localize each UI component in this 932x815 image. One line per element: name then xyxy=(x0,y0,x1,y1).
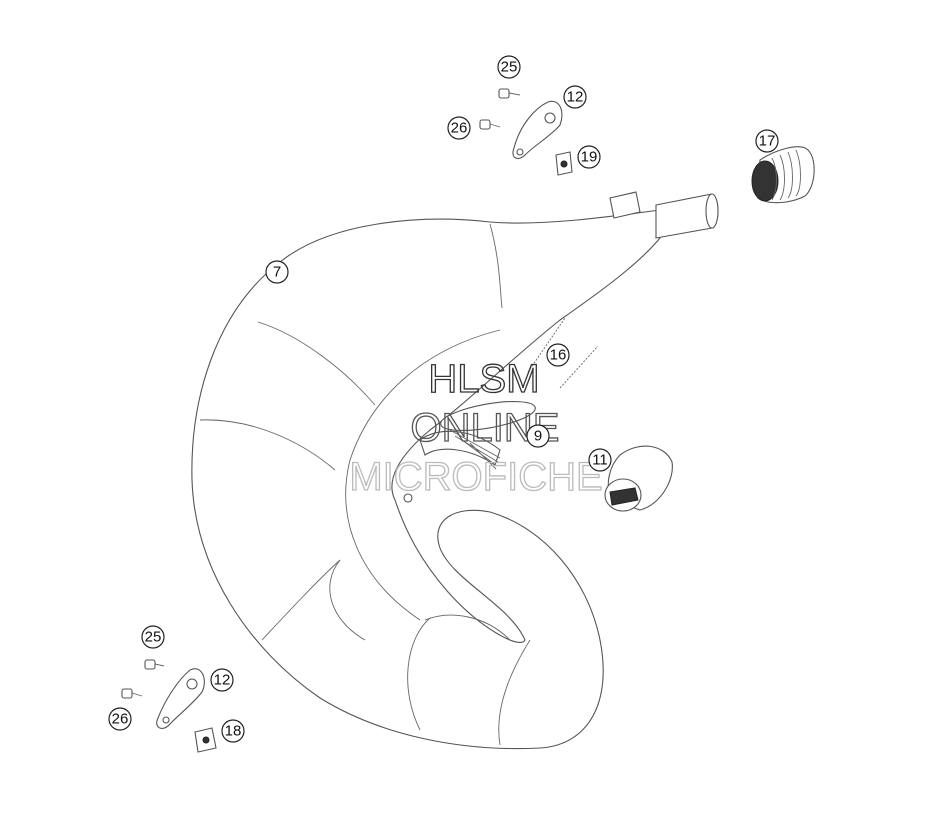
screw-26-top xyxy=(479,119,491,130)
exhaust-pipe xyxy=(191,191,719,750)
callout-19: 19 xyxy=(577,145,601,169)
screw-25-top xyxy=(498,88,510,99)
callout-12-bottom: 12 xyxy=(210,668,234,692)
springs-16 xyxy=(527,317,599,389)
watermark-line3: MICROFICHE xyxy=(349,455,602,499)
callout-label: 26 xyxy=(112,711,129,728)
o-ring-9 xyxy=(440,400,536,432)
callout-25-bottom: 25 xyxy=(141,625,165,649)
bracket-top xyxy=(479,88,573,176)
callout-17: 17 xyxy=(755,129,779,153)
callout-label: 25 xyxy=(145,629,162,646)
callout-label: 26 xyxy=(451,120,468,137)
seal-sleeve-17 xyxy=(751,146,815,204)
screw-26-bottom xyxy=(121,688,133,699)
callout-9: 9 xyxy=(526,424,550,448)
callout-7: 7 xyxy=(265,260,289,284)
screw-25-bottom xyxy=(144,659,156,670)
callout-label: 25 xyxy=(501,59,518,76)
callout-label: 7 xyxy=(273,264,281,281)
callout-label: 16 xyxy=(550,347,567,364)
callout-label: 18 xyxy=(225,723,242,740)
callout-25-top: 25 xyxy=(497,55,521,79)
callout-26-top: 26 xyxy=(447,116,471,140)
callout-16: 16 xyxy=(546,343,570,367)
bracket-bottom xyxy=(121,659,217,753)
callout-12-top: 12 xyxy=(563,85,587,109)
callout-label: 19 xyxy=(581,149,598,166)
callout-26-bottom: 26 xyxy=(108,707,132,731)
callout-label: 12 xyxy=(214,672,231,689)
callout-label: 12 xyxy=(567,89,584,106)
watermark-line1: HLSM xyxy=(428,357,539,401)
callout-11: 11 xyxy=(588,448,612,472)
callout-18: 18 xyxy=(221,719,245,743)
callout-label: 9 xyxy=(534,428,542,445)
callout-label: 11 xyxy=(592,452,608,469)
callout-label: 17 xyxy=(759,133,776,150)
sleeve-11 xyxy=(604,445,673,512)
